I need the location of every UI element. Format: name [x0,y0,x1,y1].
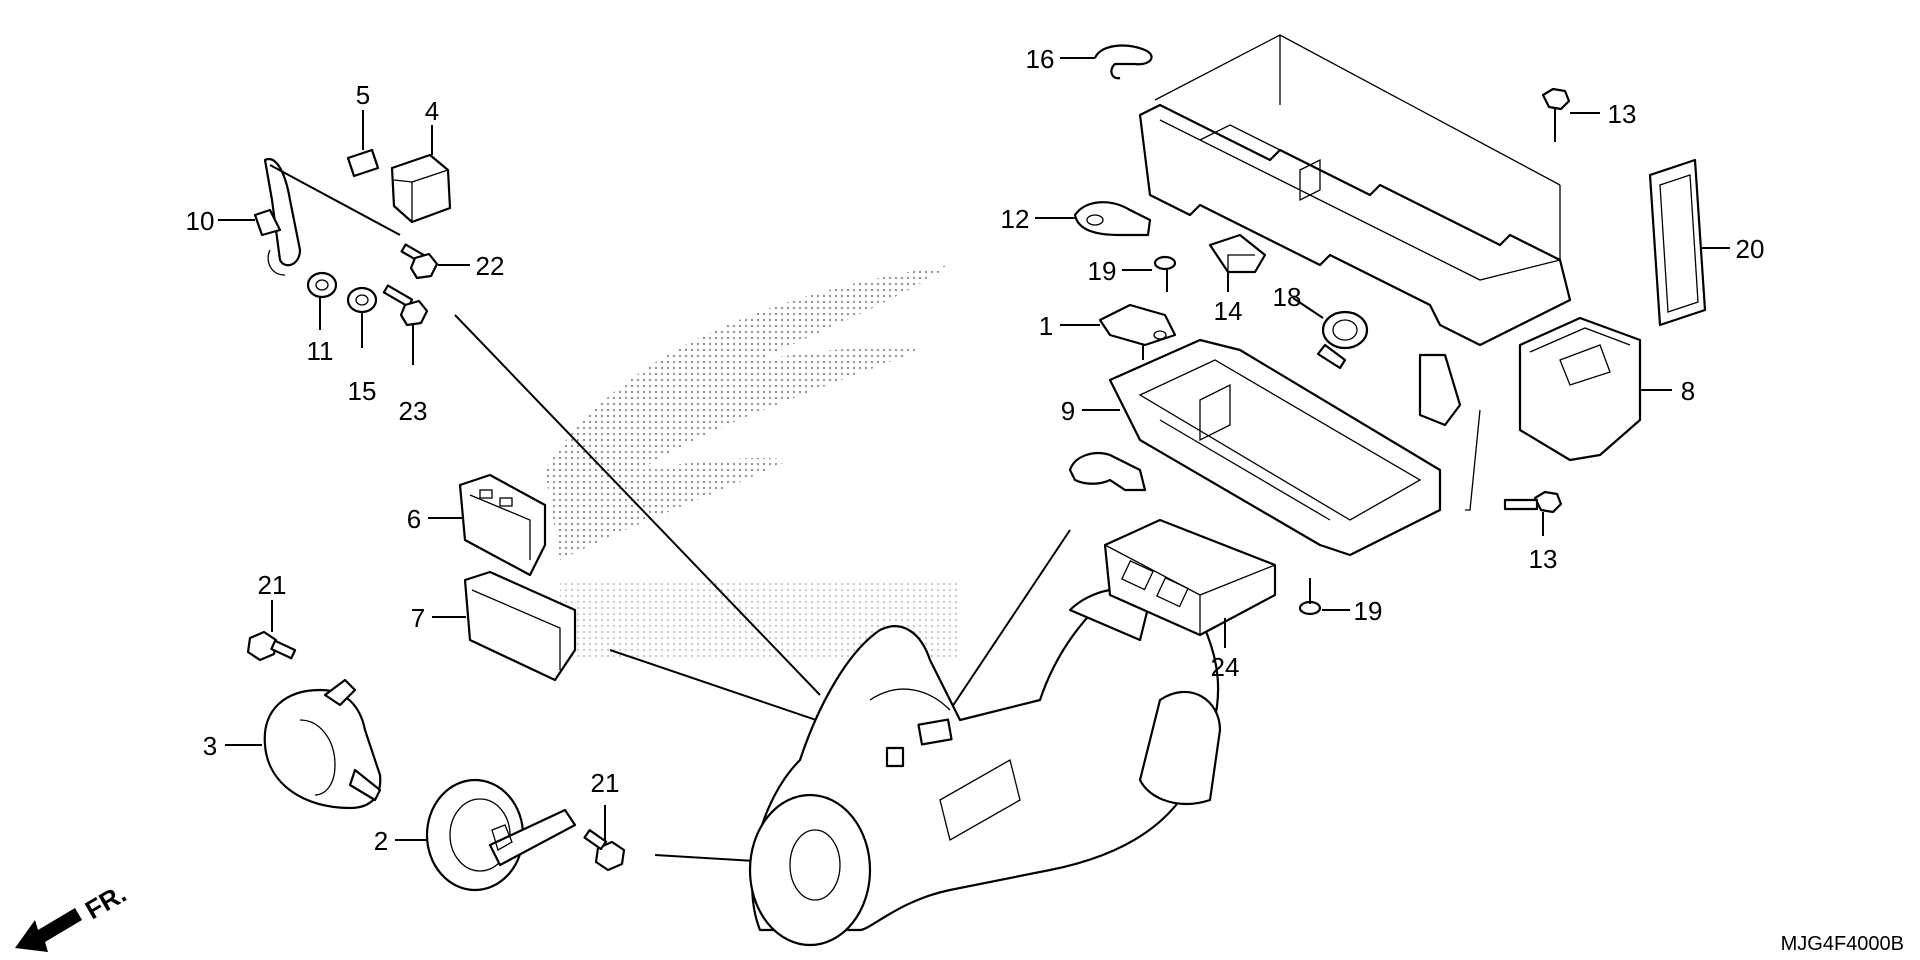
part-6-control-unit [458,473,547,577]
callout-14: 14 [1214,296,1243,326]
callout-1: 1 [1039,311,1053,341]
part-19-screw-lower [1298,578,1322,616]
part-1-sensor [1098,303,1177,360]
callout-13-lower: 13 [1529,544,1558,574]
part-16-clip [1093,44,1153,80]
callout-3: 3 [203,731,217,761]
front-label: FR. [80,878,131,925]
callout-18: 18 [1273,282,1302,312]
callout-8: 8 [1681,376,1695,406]
part-4-relay [390,153,452,224]
part-21-bolt-upper [246,630,297,662]
part-13-bolt-upper [1541,87,1571,142]
part-10-bracket [253,157,401,276]
part-8-cover [1518,316,1642,462]
callout-4: 4 [425,96,439,126]
part-2-horn [425,778,577,892]
part-11-washer [306,271,338,299]
part-13-bolt-lower [1503,490,1563,514]
part-24-ecu [1103,518,1277,637]
callout-12: 12 [1001,204,1030,234]
callout-15: 15 [348,376,377,406]
part-15-grommet [346,286,378,314]
callout-6: 6 [407,504,421,534]
part-23-bolt [382,284,429,327]
callout-11: 11 [307,336,334,366]
part-12-upper-bracket [1073,34,1572,427]
callout-9: 9 [1061,396,1075,426]
callout-13-upper: 13 [1608,99,1637,129]
callout-21-upper: 21 [258,570,287,600]
part-20-rubber-band [1648,158,1707,327]
callout-23: 23 [399,396,428,426]
front-arrow-icon: FR. [15,878,131,952]
part-7-case [463,570,577,682]
part-22-bolt [400,243,439,280]
part-19-screw-upper [1153,255,1177,292]
callout-2: 2 [374,826,388,856]
diagram-code: MJG4F4000B [1781,933,1904,955]
callout-19-upper: 19 [1088,256,1117,286]
part-14-clip [1208,233,1267,274]
part-5-fuse [346,148,380,178]
part-3-horn [263,678,382,810]
callout-22: 22 [476,251,505,281]
callouts: 1 2 3 4 5 6 7 8 9 10 11 12 13 13 14 15 1 [186,44,1765,856]
part-18-band [1316,310,1369,370]
motorcycle [748,588,1222,947]
part-9-tray [1068,338,1442,557]
callout-24: 24 [1211,652,1240,682]
wing-logo-watermark [545,265,960,660]
callout-16: 16 [1026,44,1055,74]
callout-7: 7 [411,603,425,633]
callout-10: 10 [186,206,215,236]
callout-19-lower: 19 [1354,596,1383,626]
callout-21-lower: 21 [591,768,620,798]
callout-20: 20 [1736,234,1765,264]
part-21-bolt-lower [583,829,626,872]
callout-5: 5 [356,80,370,110]
